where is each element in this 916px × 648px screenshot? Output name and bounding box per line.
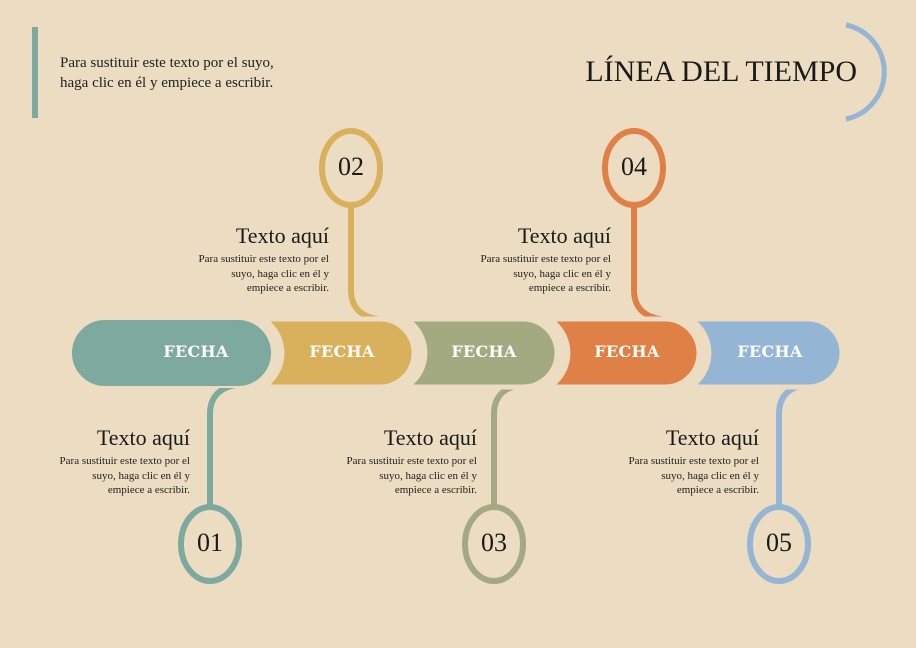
- body-line: empiece a escribir.: [394, 484, 477, 496]
- title-arc-decoration: [845, 22, 887, 122]
- milestone-text-05[interactable]: Texto aquí Para sustituir este texto por…: [559, 426, 759, 498]
- date-label-2[interactable]: FECHA: [309, 342, 375, 361]
- milestone-number-03[interactable]: 03: [481, 528, 507, 557]
- date-label-4[interactable]: FECHA: [594, 342, 660, 361]
- body-line: Para sustituir este texto por el: [628, 455, 759, 467]
- connector-05: [776, 381, 813, 506]
- milestone-text-02[interactable]: Texto aquí Para sustituir este texto por…: [129, 224, 329, 296]
- pill-5: [681, 316, 845, 390]
- date-label-1[interactable]: FECHA: [163, 342, 229, 361]
- pill-1: [70, 318, 273, 388]
- body-line: suyo, haga clic en él y: [231, 267, 329, 280]
- pill-2: [254, 316, 417, 390]
- body-line: Para sustituir este texto por el: [346, 455, 477, 467]
- connector-03: [491, 381, 529, 506]
- milestone-body: Para sustituir este texto por el suyo, h…: [129, 252, 329, 296]
- circle-04: [602, 128, 666, 208]
- milestone-heading: Texto aquí: [517, 223, 611, 248]
- milestone-number-04[interactable]: 04: [621, 152, 647, 181]
- milestone-heading: Texto aquí: [383, 425, 477, 450]
- body-line: Para sustituir este texto por el: [59, 455, 190, 467]
- milestone-number-02[interactable]: 02: [338, 152, 364, 181]
- milestone-text-04[interactable]: Texto aquí Para sustituir este texto por…: [411, 224, 611, 296]
- body-line: empiece a escribir.: [528, 282, 611, 294]
- body-line: Para sustituir este texto por el: [480, 253, 611, 265]
- body-line: empiece a escribir.: [246, 282, 329, 294]
- body-line: suyo, haga clic en él y: [92, 469, 190, 482]
- body-line: suyo, haga clic en él y: [661, 469, 759, 482]
- connector-01: [207, 381, 245, 506]
- circle-02: [319, 128, 383, 208]
- body-line: suyo, haga clic en él y: [513, 267, 611, 280]
- milestone-heading: Texto aquí: [665, 425, 759, 450]
- pill-4: [540, 316, 702, 390]
- milestone-text-01[interactable]: Texto aquí Para sustituir este texto por…: [0, 426, 190, 498]
- page-title[interactable]: LÍNEA DEL TIEMPO: [585, 55, 857, 88]
- milestone-body: Para sustituir este texto por el suyo, h…: [0, 454, 190, 498]
- intro-text[interactable]: Para sustituir este texto por el suyo, h…: [60, 53, 274, 93]
- milestone-body: Para sustituir este texto por el suyo, h…: [411, 252, 611, 296]
- milestone-body: Para sustituir este texto por el suyo, h…: [559, 454, 759, 498]
- milestone-text-03[interactable]: Texto aquí Para sustituir este texto por…: [277, 426, 477, 498]
- date-label-3[interactable]: FECHA: [451, 342, 517, 361]
- milestone-heading: Texto aquí: [96, 425, 190, 450]
- pill-3: [397, 316, 560, 390]
- body-line: empiece a escribir.: [676, 484, 759, 496]
- milestone-body: Para sustituir este texto por el suyo, h…: [277, 454, 477, 498]
- circle-05: [747, 504, 811, 584]
- body-line: suyo, haga clic en él y: [379, 469, 477, 482]
- intro-line-1: Para sustituir este texto por el suyo,: [60, 55, 274, 71]
- milestone-heading: Texto aquí: [235, 223, 329, 248]
- circle-03: [462, 504, 526, 584]
- milestone-number-05[interactable]: 05: [766, 528, 792, 557]
- connector-02: [348, 205, 386, 323]
- accent-bar: [32, 27, 38, 118]
- timeline-pills: [70, 316, 845, 390]
- connector-04: [631, 205, 669, 323]
- body-line: empiece a escribir.: [107, 484, 190, 496]
- milestone-number-01[interactable]: 01: [197, 528, 223, 557]
- intro-line-2: haga clic en él y empiece a escribir.: [60, 75, 274, 91]
- date-label-5[interactable]: FECHA: [737, 342, 803, 361]
- circle-01: [178, 504, 242, 584]
- body-line: Para sustituir este texto por el: [198, 253, 329, 265]
